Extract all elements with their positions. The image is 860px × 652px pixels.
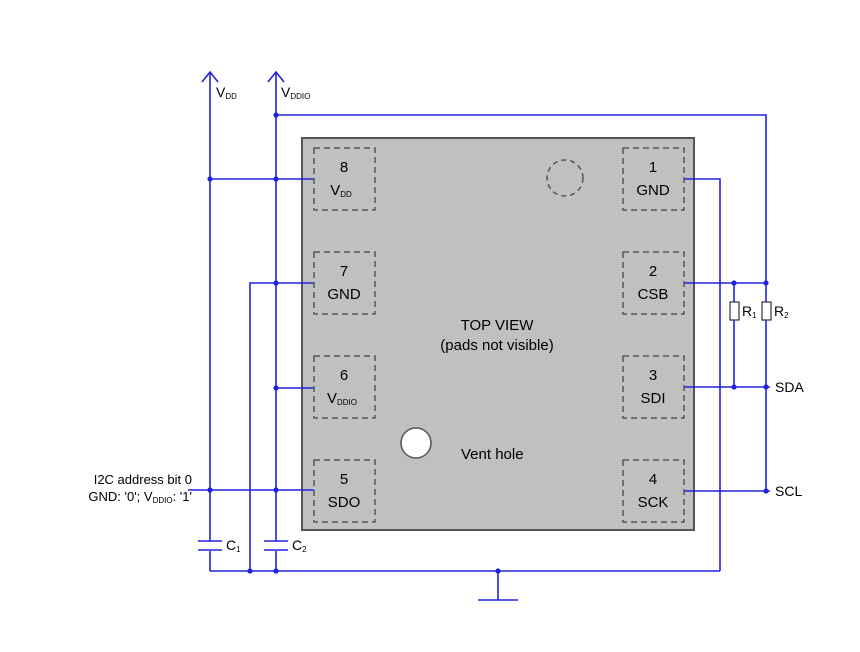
pin5-number: 5 — [340, 471, 348, 488]
vdd-arrow — [201, 70, 219, 83]
vddio-arrow — [267, 70, 285, 83]
c1-label: C1 — [226, 537, 241, 554]
pin1-marker-circle — [546, 159, 584, 197]
pin6-number: 6 — [340, 367, 348, 384]
pin3-number: 3 — [649, 367, 657, 384]
r1-label: R1 — [742, 303, 757, 320]
vddio-top-wire — [276, 114, 767, 491]
pin8-number: 8 — [340, 159, 348, 176]
pin7-name: GND — [327, 286, 361, 303]
capacitor-c1 — [198, 540, 222, 551]
pad-2 — [622, 251, 685, 315]
pin5-name: SDO — [328, 494, 361, 511]
pin1-wire — [684, 178, 721, 571]
pin4-name: SCK — [638, 494, 669, 511]
pad-5 — [313, 459, 376, 523]
pad-8 — [313, 147, 376, 211]
pin7-wire — [249, 282, 314, 571]
junction-dots — [207, 112, 769, 574]
capacitor-c2 — [264, 540, 288, 551]
chip-title: TOP VIEW — [461, 317, 535, 334]
vent-hole — [400, 427, 432, 459]
pin6-name: VDDIO — [327, 390, 357, 407]
vdd-label: VDD — [216, 84, 237, 101]
c2-label: C2 — [292, 537, 307, 554]
scl-label: SCL — [775, 483, 802, 499]
resistor-r2 — [761, 301, 772, 321]
vent-hole-label: Vent hole — [461, 446, 524, 463]
i2c-note-line1: I2C address bit 0 — [94, 472, 192, 487]
pad-7 — [313, 251, 376, 315]
pin4-number: 4 — [649, 471, 657, 488]
vddio-label: VDDIO — [281, 84, 310, 101]
pin2-number: 2 — [649, 263, 657, 280]
pin3-name: SDI — [640, 390, 665, 407]
pin-pads — [313, 147, 685, 523]
chip-subtitle: (pads not visible) — [440, 337, 553, 354]
pin8-name: VDD — [330, 182, 352, 199]
pin7-number: 7 — [340, 263, 348, 280]
r2-label: R2 — [774, 303, 789, 320]
pad-1 — [622, 147, 685, 211]
pad-6 — [313, 355, 376, 419]
pin-labels: 8 VDD 7 GND 6 VDDIO 5 SDO 1 GND 2 CSB 3 … — [327, 159, 670, 511]
sda-label: SDA — [775, 379, 804, 395]
pad-3 — [622, 355, 685, 419]
chip-body — [301, 137, 695, 531]
resistor-r1 — [729, 301, 740, 321]
pin1-name: GND — [636, 182, 670, 199]
pin2-name: CSB — [638, 286, 669, 303]
pad-4 — [622, 459, 685, 523]
pin1-number: 1 — [649, 159, 657, 176]
wires — [188, 70, 770, 601]
i2c-note-line2: GND: '0'; VDDIO: '1' — [88, 489, 192, 505]
